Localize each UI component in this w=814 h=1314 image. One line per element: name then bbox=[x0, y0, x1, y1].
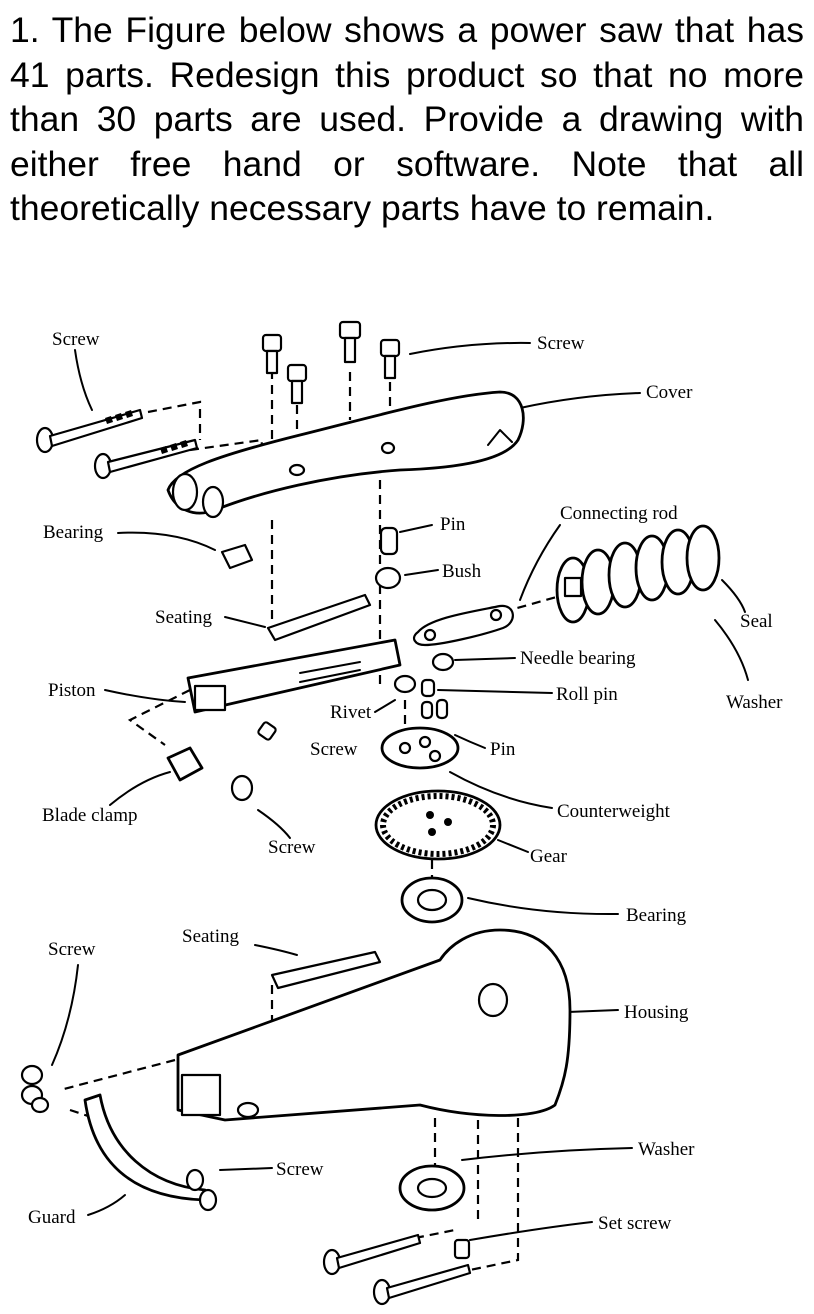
short-screws-top bbox=[261, 320, 401, 405]
label-piston: Piston bbox=[48, 680, 96, 701]
left-screws-part bbox=[20, 1064, 50, 1114]
question-text: 1. The Figure below shows a power saw th… bbox=[10, 10, 804, 228]
label-housing: Housing bbox=[624, 1002, 689, 1023]
bearing-upper-part bbox=[220, 543, 254, 570]
label-needle-bearing: Needle bearing bbox=[520, 648, 636, 669]
set-screw-part bbox=[453, 1238, 471, 1260]
label-seal: Seal bbox=[740, 611, 773, 632]
piston-part bbox=[186, 638, 402, 714]
cover-part bbox=[166, 390, 525, 519]
label-washer-right: Washer bbox=[726, 692, 783, 713]
label-set-screw: Set screw bbox=[598, 1213, 672, 1234]
label-rivet: Rivet bbox=[330, 702, 372, 723]
label-pin-lower: Pin bbox=[490, 739, 516, 760]
label-screw-top-right: Screw bbox=[537, 333, 585, 354]
label-blade-clamp: Blade clamp bbox=[42, 805, 138, 826]
long-screw-1 bbox=[35, 408, 144, 454]
label-screw-guard: Screw bbox=[276, 1159, 324, 1180]
seating-upper-part bbox=[266, 593, 372, 642]
label-bearing-lower: Bearing bbox=[626, 905, 687, 926]
label-screw-mid: Screw bbox=[310, 739, 358, 760]
leader-lines bbox=[51, 341, 749, 1241]
label-screw-top-left: Screw bbox=[52, 329, 100, 350]
label-roll-pin: Roll pin bbox=[556, 684, 618, 705]
pin-lower-part-b bbox=[435, 698, 449, 720]
small-screw-piston bbox=[257, 721, 277, 741]
label-bush: Bush bbox=[442, 561, 482, 582]
label-washer-lower: Washer bbox=[638, 1139, 695, 1160]
housing-part bbox=[176, 928, 572, 1122]
seal-stack-part bbox=[555, 524, 721, 624]
label-cover: Cover bbox=[646, 382, 693, 403]
guard-screws-part bbox=[185, 1168, 218, 1212]
gear-part bbox=[374, 789, 502, 861]
counterweight-part bbox=[380, 726, 460, 770]
label-pin-upper: Pin bbox=[440, 514, 466, 535]
label-gear: Gear bbox=[530, 846, 568, 867]
pin-upper-part bbox=[379, 526, 399, 556]
seating-lower-part bbox=[270, 950, 382, 990]
long-screw-2 bbox=[93, 438, 199, 480]
pin-lower-part-a bbox=[420, 700, 434, 720]
bush-part bbox=[374, 566, 402, 590]
label-screw-left: Screw bbox=[48, 939, 96, 960]
roll-pin-part bbox=[420, 678, 436, 698]
needle-bearing-part bbox=[431, 652, 455, 672]
part-labels: Screw Screw Cover Bearing Pin Connecting… bbox=[28, 329, 783, 1234]
blade-clamp-part bbox=[166, 746, 204, 782]
label-counterweight: Counterweight bbox=[557, 801, 671, 822]
label-seating-lower: Seating bbox=[182, 926, 239, 947]
bottom-screws-part bbox=[322, 1233, 472, 1306]
washer-lower-part bbox=[398, 1164, 466, 1212]
label-screw-clamp: Screw bbox=[268, 837, 316, 858]
label-connecting-rod: Connecting rod bbox=[560, 503, 678, 524]
label-guard: Guard bbox=[28, 1207, 76, 1228]
clamp-screw-part bbox=[230, 774, 254, 802]
bearing-lower-part bbox=[400, 876, 464, 924]
label-bearing-upper: Bearing bbox=[43, 522, 104, 543]
label-seating-upper: Seating bbox=[155, 607, 212, 628]
rivet-part bbox=[393, 674, 417, 694]
parts bbox=[20, 320, 721, 1306]
connecting-rod-part bbox=[412, 604, 514, 647]
